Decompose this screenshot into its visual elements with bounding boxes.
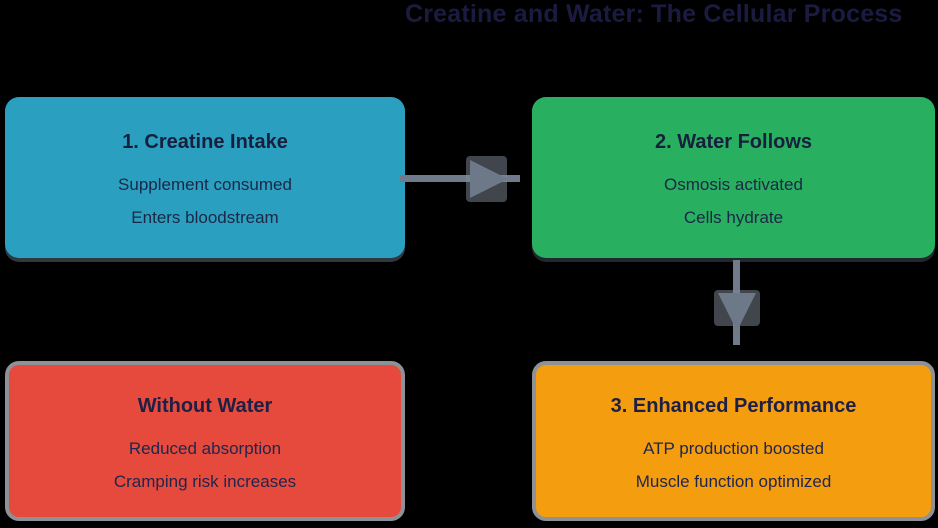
flow-box-water-follows: 2. Water Follows Osmosis activated Cells… bbox=[532, 97, 935, 258]
box-line: Muscle function optimized bbox=[635, 471, 832, 491]
box-line: Cramping risk increases bbox=[113, 471, 297, 491]
box-line: Osmosis activated bbox=[664, 175, 803, 194]
arrow-right-icon bbox=[470, 160, 508, 198]
box-line: ATP production boosted bbox=[643, 438, 824, 458]
diagram-title: Creatine and Water: The Cellular Process bbox=[405, 0, 903, 28]
box-heading: 1. Creatine Intake bbox=[122, 131, 288, 153]
box-heading: 3. Enhanced Performance bbox=[610, 394, 857, 417]
box-line: Enters bloodstream bbox=[131, 208, 279, 227]
box-line: Reduced absorption bbox=[128, 438, 282, 458]
arrow-right-shaft bbox=[400, 175, 520, 182]
box-heading: 2. Water Follows bbox=[654, 131, 813, 153]
arrow-down-icon bbox=[718, 293, 756, 331]
box-line: Cells hydrate bbox=[683, 208, 784, 227]
box-line: Supplement consumed bbox=[118, 175, 292, 194]
flow-box-creatine-intake: 1. Creatine Intake Supplement consumed E… bbox=[5, 97, 405, 258]
flow-box-enhanced-performance: 3. Enhanced Performance ATP production b… bbox=[532, 361, 935, 521]
box-heading: Without Water bbox=[137, 394, 273, 417]
flow-box-without-water: Without Water Reduced absorption Crampin… bbox=[5, 361, 405, 521]
